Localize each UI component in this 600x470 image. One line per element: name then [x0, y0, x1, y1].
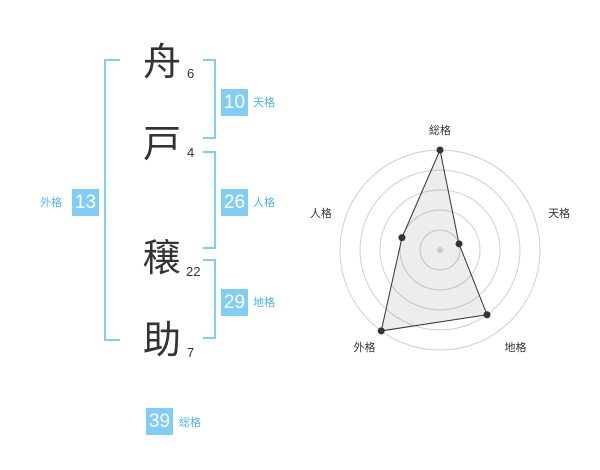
stroke-count-4: 7 [187, 345, 195, 360]
radar-center-dot [437, 247, 443, 253]
soukaku-label: 総格 [179, 416, 201, 429]
radar-ring [359, 169, 521, 331]
chikaku-value: 29 [221, 289, 248, 316]
radar-ring [379, 189, 501, 311]
gaikaku-value: 13 [72, 189, 99, 216]
jinkaku-bracket [203, 151, 216, 249]
soukaku-value: 39 [146, 408, 173, 435]
stroke-count-3: 22 [186, 264, 201, 279]
jinkaku-value: 26 [221, 189, 248, 216]
radar-axis-label-3: 地格 [505, 340, 527, 354]
radar-ring [399, 209, 481, 291]
stroke-count-1: 6 [187, 66, 195, 81]
chikaku-bracket [203, 259, 216, 339]
radar-point-2 [455, 240, 463, 248]
gaikaku-bracket [104, 59, 120, 341]
radar-point-4 [377, 327, 385, 335]
radar-point-3 [483, 311, 491, 319]
stroke-count-2: 4 [187, 145, 195, 160]
name-char-3: 穣 [142, 236, 181, 280]
radar-axis-label-4: 外格 [353, 340, 375, 354]
radar-points [377, 146, 491, 335]
radar-axis-label-2: 天格 [548, 206, 570, 220]
name-char-1: 舟 [142, 40, 181, 84]
jinkaku-label: 人格 [253, 196, 275, 209]
radar-area [380, 148, 488, 332]
gaikaku-label: 外格 [40, 196, 62, 209]
tenkaku-value: 10 [221, 89, 248, 116]
name-char-4: 助 [142, 318, 181, 362]
radar-ring [419, 229, 461, 271]
radar-point-5 [398, 234, 406, 242]
radar-axis-label-1: 総格 [429, 123, 451, 137]
radar-point-1 [436, 146, 444, 154]
name-char-2: 戸 [142, 122, 181, 166]
radar-axis-label-5: 人格 [310, 206, 332, 220]
tenkaku-label: 天格 [253, 96, 275, 109]
chikaku-label: 地格 [253, 296, 275, 309]
tenkaku-bracket [203, 59, 216, 139]
